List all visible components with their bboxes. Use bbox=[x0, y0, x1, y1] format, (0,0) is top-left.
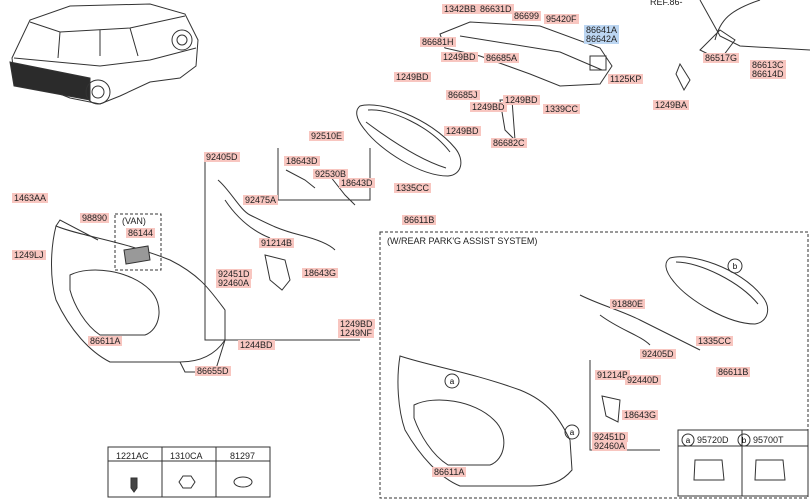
table-header-1: 1221AC bbox=[116, 451, 149, 461]
van-box bbox=[114, 213, 162, 271]
legend-a-letter: a bbox=[686, 436, 691, 445]
upper-garnish-pas bbox=[665, 256, 769, 325]
callout-a-circle-left bbox=[444, 373, 460, 389]
part-label-86611b[interactable]: 86611B bbox=[402, 215, 437, 225]
part-label-92451d[interactable]: 92451D bbox=[592, 432, 628, 442]
part-label-18643g[interactable]: 18643G bbox=[622, 410, 659, 420]
part-label-18643g[interactable]: 18643G bbox=[302, 268, 339, 278]
part-label-92405d[interactable]: 92405D bbox=[204, 152, 240, 162]
section-frame bbox=[379, 231, 809, 499]
part-label-1244bd[interactable]: 1244BD bbox=[238, 340, 275, 350]
part-label-91880e[interactable]: 91880E bbox=[610, 299, 646, 309]
part-label-91214b[interactable]: 91214B bbox=[595, 370, 631, 380]
vehicle-illustration bbox=[9, 3, 199, 105]
rear-bumper-left bbox=[51, 219, 226, 373]
part-label-1249bd[interactable]: 1249BD bbox=[338, 319, 375, 329]
legend-frame bbox=[677, 429, 809, 497]
parts-table-frame bbox=[107, 446, 271, 498]
part-label-86642a[interactable]: 86642A bbox=[584, 34, 620, 44]
rear-bumper-pas bbox=[397, 355, 573, 487]
part-label-95420f[interactable]: 95420F bbox=[544, 14, 579, 24]
wiring-harness-pas bbox=[579, 294, 701, 451]
callout-b-top: b bbox=[733, 262, 738, 271]
part-label-86611b[interactable]: 86611B bbox=[716, 367, 751, 377]
ref-sensor-parts bbox=[675, 0, 810, 92]
part-label-1463aa[interactable]: 1463AA bbox=[12, 193, 49, 203]
part-label-91214b[interactable]: 91214B bbox=[259, 238, 295, 248]
callout-a-right: a bbox=[570, 428, 575, 437]
part-label-86641a[interactable]: 86641A bbox=[584, 25, 620, 35]
part-label-1249bd[interactable]: 1249BD bbox=[394, 72, 431, 82]
part-label-86631d[interactable]: 86631D bbox=[478, 4, 514, 14]
callout-a-circle-right bbox=[564, 424, 580, 440]
upper-garnish bbox=[356, 104, 462, 177]
part-label-86682c[interactable]: 86682C bbox=[491, 138, 527, 148]
part-label-92475a[interactable]: 92475A bbox=[243, 195, 279, 205]
part-label-86685j[interactable]: 86685J bbox=[446, 90, 480, 100]
van-badge bbox=[123, 245, 151, 265]
bracket-harness-left bbox=[204, 148, 371, 341]
part-label-1125kp[interactable]: 1125KP bbox=[608, 74, 644, 84]
part-label-1249bd[interactable]: 1249BD bbox=[503, 95, 540, 105]
callout-b-circle-legend bbox=[737, 433, 751, 447]
part-label-1342bb[interactable]: 1342BB bbox=[442, 4, 479, 14]
part-label-92451d[interactable]: 92451D bbox=[216, 269, 252, 279]
part-label-1335cc[interactable]: 1335CC bbox=[394, 183, 432, 193]
part-label-92405d[interactable]: 92405D bbox=[640, 349, 676, 359]
part-label-86611a[interactable]: 86611A bbox=[88, 336, 123, 346]
part-label-92460a[interactable]: 92460A bbox=[592, 441, 628, 451]
ref-note: REF.86- bbox=[650, 0, 683, 7]
legend-b-letter: b bbox=[742, 436, 747, 445]
part-label-1335cc[interactable]: 1335CC bbox=[696, 336, 734, 346]
wiring-harness bbox=[217, 179, 336, 291]
part-label-1339cc[interactable]: 1339CC bbox=[543, 104, 581, 114]
part-label-1249bd[interactable]: 1249BD bbox=[470, 102, 507, 112]
legend-b-part: 95700T bbox=[753, 435, 784, 445]
part-label-92530b[interactable]: 92530B bbox=[313, 169, 349, 179]
part-label-86611a[interactable]: 86611A bbox=[432, 467, 467, 477]
table-header-2: 1310CA bbox=[170, 451, 203, 461]
part-label-92510e[interactable]: 92510E bbox=[309, 131, 345, 141]
part-label-86655d[interactable]: 86655D bbox=[195, 366, 231, 376]
van-note: (VAN) bbox=[122, 216, 146, 226]
part-label-86613c[interactable]: 86613C bbox=[750, 60, 786, 70]
part-label-1249nf[interactable]: 1249NF bbox=[338, 328, 375, 338]
part-label-92440d[interactable]: 92440D bbox=[625, 375, 661, 385]
section-title: (W/REAR PARK'G ASSIST SYSTEM) bbox=[387, 236, 538, 246]
part-label-86681h[interactable]: 86681H bbox=[420, 37, 456, 47]
part-label-1249lj[interactable]: 1249LJ bbox=[12, 250, 46, 260]
part-label-86685a[interactable]: 86685A bbox=[484, 53, 520, 63]
callout-b-circle-top bbox=[727, 258, 743, 274]
callout-a-circle-legend bbox=[681, 433, 695, 447]
part-label-18643d[interactable]: 18643D bbox=[339, 178, 375, 188]
part-label-1249bd[interactable]: 1249BD bbox=[441, 52, 478, 62]
part-label-86614d[interactable]: 86614D bbox=[750, 69, 786, 79]
legend-a-part: 95720D bbox=[697, 435, 729, 445]
part-label-86144[interactable]: 86144 bbox=[126, 228, 156, 238]
part-label-98890[interactable]: 98890 bbox=[80, 213, 110, 223]
part-label-86517g[interactable]: 86517G bbox=[703, 53, 740, 63]
part-label-1249bd[interactable]: 1249BD bbox=[444, 126, 481, 136]
callout-a-left: a bbox=[450, 377, 455, 386]
table-header-3: 81297 bbox=[230, 451, 256, 461]
part-label-18643d[interactable]: 18643D bbox=[284, 156, 320, 166]
part-label-92460a[interactable]: 92460A bbox=[216, 278, 252, 288]
part-label-86699[interactable]: 86699 bbox=[512, 11, 542, 21]
part-label-1249ba[interactable]: 1249BA bbox=[653, 100, 690, 110]
